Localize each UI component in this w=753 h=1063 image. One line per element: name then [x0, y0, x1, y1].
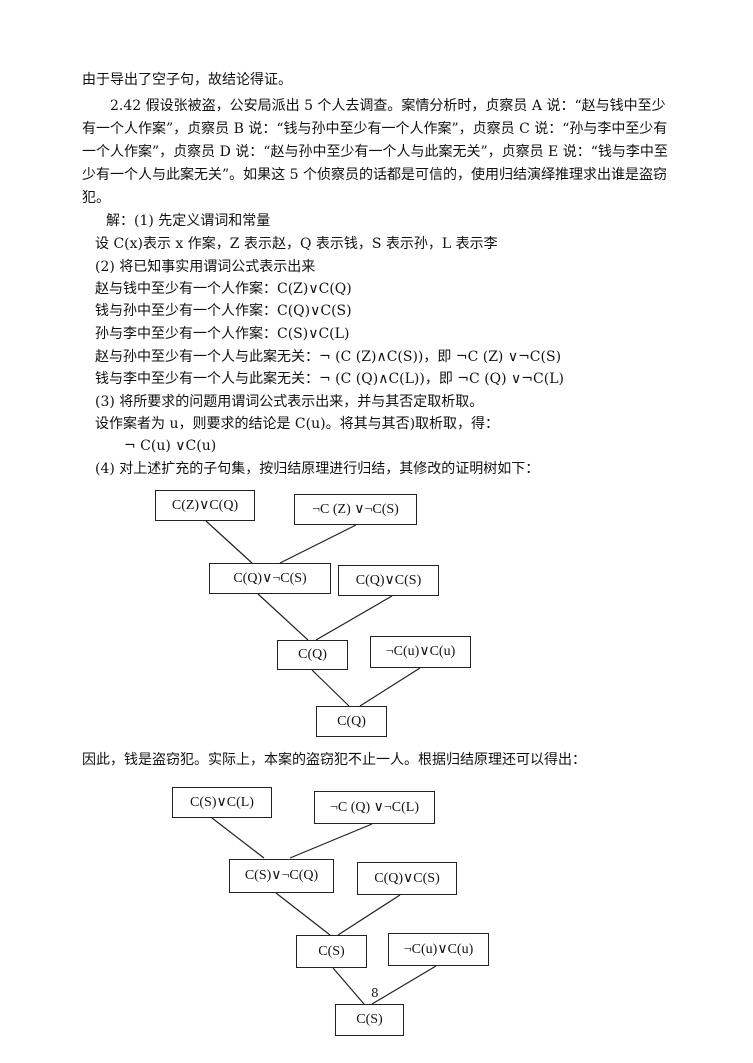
tree1-node-cq-or-cs: C(Q)∨C(S)	[338, 565, 439, 596]
text-line-6: 犯。	[82, 190, 110, 206]
tree1-node-czq: C(Z)∨C(Q)	[155, 490, 255, 521]
tree1-node-cq-or-not-cs: C(Q)∨¬C(S)	[209, 563, 331, 594]
text-line-8: 设 C(x)表示 x 作案，Z 表示赵，Q 表示钱，S 表示孙，L 表示李	[95, 236, 498, 252]
tree1-node-not-cu-or-cu: ¬C(u)∨C(u)	[370, 636, 471, 668]
text-line-14: 钱与李中至少有一个人与此案无关：¬ (C (Q)∧C(L))，即 ¬C (Q) …	[95, 371, 564, 387]
text-line-15: (3) 将所要求的问题用谓词公式表示出来，并与其否定取析取。	[95, 394, 484, 410]
tree1-node-not-cz-or-not-cs: ¬C (Z) ∨¬C(S)	[294, 494, 417, 525]
text-line-4: 一个人作案”，贞察员 D 说：“赵与孙中至少有一个人与此案无关”，贞察员 E 说…	[82, 144, 668, 160]
page-number: 8	[371, 986, 379, 1000]
tree1-node-cq: C(Q)	[277, 640, 348, 670]
text-line-11: 钱与孙中至少有一个人作案：C(Q)∨C(S)	[95, 303, 352, 319]
text-line-9: (2) 将已知事实用谓词公式表示出来	[95, 259, 316, 275]
tree1-result-cq: C(Q)	[316, 706, 387, 737]
tree2-node-not-cu-or-cu: ¬C(u)∨C(u)	[388, 933, 489, 966]
text-line-13: 赵与孙中至少有一个人与此案无关：¬ (C (Z)∧C(S))，即 ¬C (Z) …	[95, 349, 562, 365]
tree2-node-cq-or-cs: C(Q)∨C(S)	[357, 862, 457, 895]
tree2-node-cs: C(S)	[296, 935, 367, 968]
text-line-5: 少有一个人与此案无关”。如果这 5 个侦察员的话都是可信的，使用归结演绎推理求出…	[82, 167, 667, 183]
text-line-3: 有一个人作案”，贞察员 B 说：“钱与孙中至少有一个人作案”，贞察员 C 说：“…	[82, 121, 668, 137]
text-line-2: 2.42 假设张被盗，公安局派出 5 个人去调查。案情分析时，贞察员 A 说：“…	[110, 98, 666, 114]
text-line-10: 赵与钱中至少有一个人作案：C(Z)∨C(Q)	[95, 281, 352, 297]
text-line-7: 解：(1) 先定义谓词和常量	[106, 213, 271, 229]
text-line-12: 孙与李中至少有一个人作案：C(S)∨C(L)	[95, 326, 350, 342]
text-line-17: ¬ C(u) ∨C(u)	[124, 438, 217, 454]
tree2-node-cs-or-not-cq: C(S)∨¬C(Q)	[229, 859, 334, 893]
tree2-node-not-cq-or-not-cl: ¬C (Q) ∨¬C(L)	[314, 791, 435, 824]
text-line-1: 由于导出了空子句，故结论得证。	[82, 72, 292, 88]
text-line-16: 设作案者为 u，则要求的结论是 C(u)。将其与其否)取析取，得：	[95, 416, 500, 432]
tree2-result-cs: C(S)	[335, 1004, 404, 1036]
conclusion-line: 因此，钱是盗窃犯。实际上，本案的盗窃犯不止一人。根据归结原理还可以得出：	[82, 752, 586, 768]
tree2-node-cs-or-cl: C(S)∨C(L)	[172, 787, 272, 818]
text-line-18: (4) 对上述扩充的子句集，按归结原理进行归结，其修改的证明树如下：	[95, 461, 540, 477]
